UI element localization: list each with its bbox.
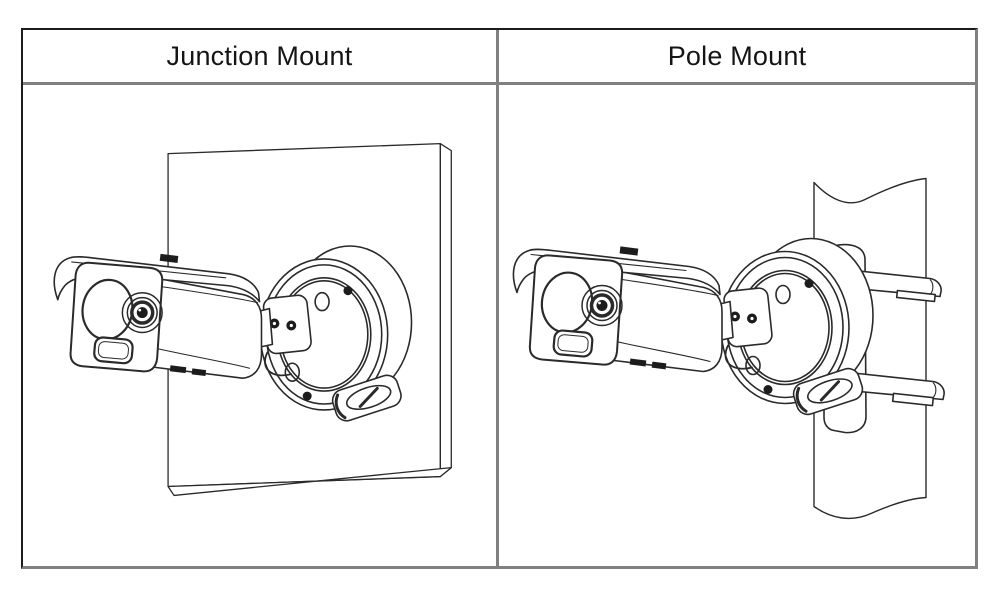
header-cell-junction-mount: Junction Mount <box>23 30 499 85</box>
lower-bolt <box>848 371 945 407</box>
junction-mount-title: Junction Mount <box>166 40 353 71</box>
pole-mount-title: Pole Mount <box>667 40 807 71</box>
pole-mount-cell <box>499 85 975 566</box>
junction-mount-cell <box>23 85 499 566</box>
junction-mount-diagram <box>52 143 452 497</box>
mount-options-table: Junction Mount Pole Mount <box>21 28 978 569</box>
header-cell-pole-mount: Pole Mount <box>499 30 975 85</box>
pole-mount-diagram <box>511 177 945 520</box>
camera-and-junction-box <box>511 236 875 419</box>
